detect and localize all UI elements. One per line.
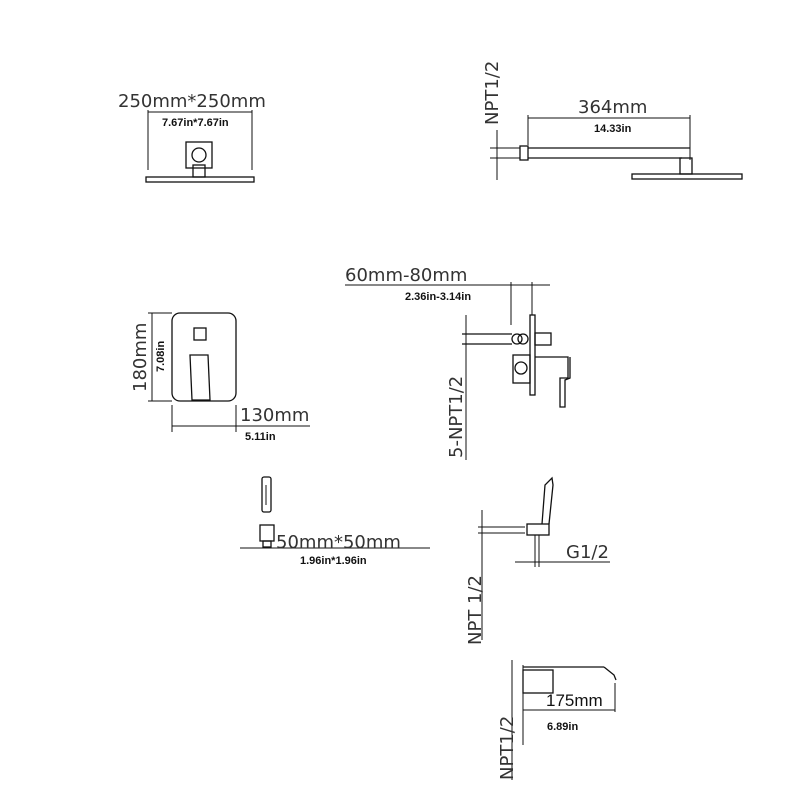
valve-thread: 5-NPT1/2 [446, 376, 467, 458]
hand-shower-front-view: 50mm*50mm 1.96in*1.96in [240, 476, 430, 567]
hand-shower-side-view: G1/2 NPT 1/2 [465, 476, 610, 645]
spout-thread: NPT1/2 [497, 716, 518, 780]
trim-width-mm: 130mm [240, 405, 309, 426]
valve-side-view: 60mm-80mm 2.36in-3.14in 5-NPT1/2 [345, 265, 571, 460]
trim-height-inch: 7.08in [155, 341, 167, 372]
shower-head-size-mm: 250mm*250mm [118, 91, 266, 112]
shower-arm-length-inch: 14.33in [594, 123, 632, 135]
spout-length-inch: 6.89in [547, 721, 578, 733]
hand-shower-inlet-thread: NPT 1/2 [465, 575, 486, 645]
hand-shower-size-inch: 1.96in*1.96in [300, 555, 367, 567]
spout-length-mm: 175mm [546, 691, 603, 710]
valve-depth-inch: 2.36in-3.14in [405, 291, 471, 303]
hand-shower-outlet-thread: G1/2 [566, 542, 609, 563]
valve-depth-mm: 60mm-80mm [345, 265, 467, 286]
tub-spout-side-view: 175mm 6.89in NPT1/2 [497, 660, 617, 780]
shower-arm-length-mm: 364mm [578, 97, 647, 118]
trim-height-mm: 180mm [130, 323, 151, 392]
trim-plate-front-view: 180mm 7.08in 130mm 5.11in [130, 312, 310, 443]
trim-width-inch: 5.11in [245, 431, 276, 443]
shower-arm-thread: NPT1/2 [482, 61, 503, 125]
shower-arm-side-view: NPT1/2 364mm 14.33in [482, 61, 743, 180]
hand-shower-size-mm: 50mm*50mm [276, 532, 401, 553]
shower-head-size-inch: 7.67in*7.67in [162, 117, 229, 129]
shower-head-front-view: 250mm*250mm 7.67in*7.67in [118, 91, 266, 183]
